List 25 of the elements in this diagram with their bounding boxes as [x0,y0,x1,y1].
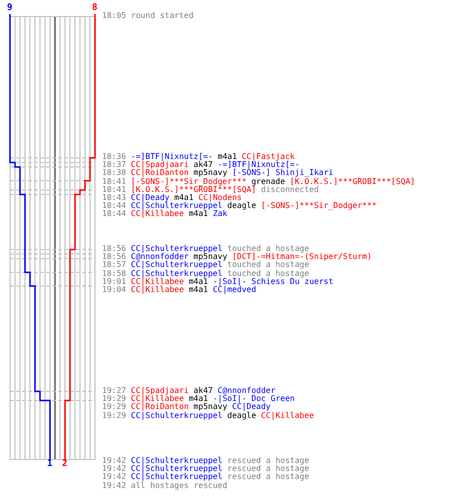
log-entry: 18:05 round started [102,11,194,20]
log-entry: 19:42 CC|Schulterkrueppel rescued a hostage [102,464,310,474]
log-entry: 18:41 [K.O.K.S.]***GROBI***[SQA] disconnected [102,184,319,194]
log-entry: 18:44 CC|Killabee m4a1 Zak [102,209,228,218]
log-entry: 19:27 CC|Spadjaari ak47 C@nnonfodder [102,386,276,395]
log-entry: 18:37 CC|Spadjaari ak47 -=]BTF|Nixnutz[=- [102,160,300,170]
log-entry: 19:29 CC|Killabee m4a1 -|SoI|- Doc Green [102,394,295,404]
log-entry: 18:41 [-SONS-]***Sir_Dodger*** grenade [K.O.K.S.]***GROBI***[SQA] [102,176,416,186]
log-entry: 19:42 CC|Schulterkrueppel rescued a hostage [102,472,310,482]
player-count: 9 [7,4,12,13]
log-entry: 18:38 CC|RoiDanton mp5navy [-SONS-] Shinji_Ikari [102,168,334,178]
log-entry: 18:36 -=]BTF|Nixnutz[=- m4a1 CC|Fastjack [102,152,295,161]
log-entry: 18:44 CC|Schulterkrueppel deagle [-SONS-]***Sir_Dodger*** [102,201,377,210]
log-entry: 19:42 CC|Schulterkrueppel rescued a hostage [102,456,310,465]
log-entry: 18:43 CC|Deady m4a1 CC|Nodens [102,193,242,202]
log-entry: 19:01 CC|Killabee m4a1 -|SoI|- Schiess Du zuerst [102,276,334,286]
player-count: 8 [92,4,98,13]
log-entry: 19:29 CC|RoiDanton mp5navy CC|Deady [102,402,271,412]
log-entry: 19:29 CC|Schulterkrueppel deagle CC|Killabee [102,410,314,420]
log-entry: 18:58 CC|Schulterkrueppel touched a hostage [102,268,310,278]
log-entry: 19:42 all hostages rescued [102,480,228,490]
log-entry: 18:56 CC|Schulterkrueppel touched a hostage [102,244,310,253]
log-entry: 18:56 C@nnonfodder mp5navy [DCT]-=Hitman=-(Sniper/Sturm) [102,252,372,262]
log-entry: 19:04 CC|Killabee m4a1 CC|medved [102,285,256,294]
log-entry: 18:57 CC|Schulterkrueppel touched a hostage [102,260,310,270]
